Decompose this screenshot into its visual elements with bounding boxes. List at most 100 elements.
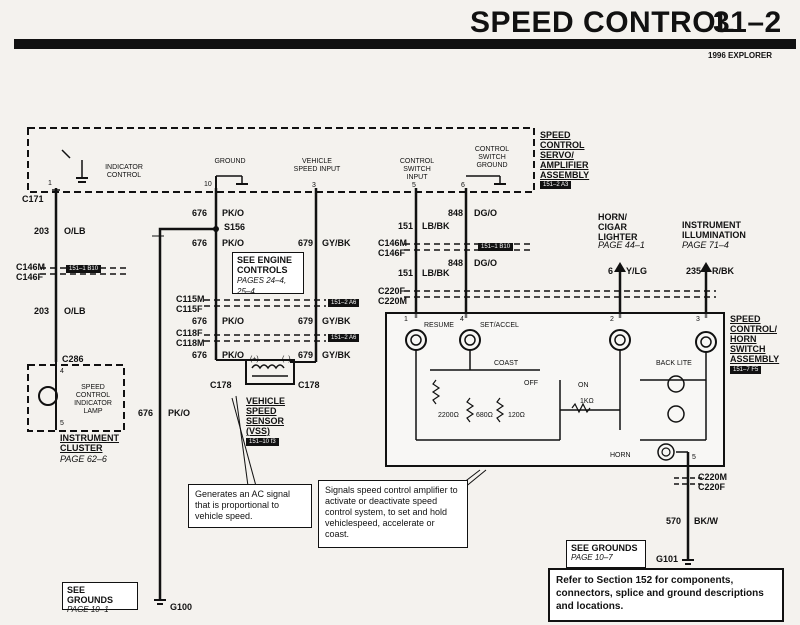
connector-c115: C115M C115F: [176, 294, 205, 314]
wire-848a-number: 848: [448, 208, 464, 218]
control-switch-ground-label: CONTROL SWITCH GROUND: [474, 146, 510, 169]
connector-c178-right: C178: [298, 380, 320, 390]
resume-label: RESUME: [424, 322, 454, 329]
servo-ref: 151–2 A3: [540, 181, 572, 189]
switch-pin5: 5: [692, 454, 696, 461]
wire-676d-number: 676: [192, 350, 208, 360]
wire-679b-color: GY/BK: [322, 316, 351, 326]
resistor-680: 680Ω: [476, 412, 493, 419]
horn-title: HORN/ CIGAR LIGHTER: [598, 212, 638, 242]
see-grounds-right-title: SEE GROUNDS: [571, 543, 638, 553]
wire-203b-number: 203: [34, 306, 50, 316]
vehicle-model: 1996 EXPLORER: [708, 51, 773, 60]
wire-676c-color: PK/O: [222, 316, 245, 326]
wire-848a-color: DG/O: [474, 208, 498, 218]
splice-s156-label: S156: [224, 222, 246, 232]
connector-c118: C118F C118M: [176, 328, 205, 348]
ref-tag-2: 151–2 A6: [328, 299, 360, 307]
wire-676b-number: 676: [192, 238, 208, 248]
page-number: 31–2: [713, 6, 782, 39]
cluster-title: INSTRUMENT CLUSTER: [60, 433, 119, 453]
horn-page: PAGE 44–1: [598, 240, 645, 250]
switch-pin2: 2: [610, 316, 614, 323]
back-lite-label: BACK LITE: [656, 360, 692, 367]
connector-c286: C286: [62, 354, 84, 364]
wire-235-color: R/BK: [712, 266, 734, 276]
ground-g100: G100: [170, 602, 193, 612]
set-accel-label: SET/ACCEL: [480, 322, 519, 329]
pin10-label: 10: [204, 181, 212, 188]
wire-676a-color: PK/O: [222, 208, 245, 218]
wire-676d-color: PK/O: [222, 350, 245, 360]
indicator-control-label: INDICATOR CONTROL: [105, 164, 143, 179]
wire-203b-color: O/LB: [64, 306, 86, 316]
page-title: SPEED CONTROL: [470, 6, 735, 39]
ref-tag-5: 151–10 f3: [246, 438, 279, 446]
illum-title: INSTRUMENT ILLUMINATION: [682, 220, 746, 240]
ref-tag-3: 151–2 A6: [328, 334, 360, 342]
signals-note: Signals speed control amplifier to activ…: [318, 480, 468, 548]
wire-203a-number: 203: [34, 226, 50, 236]
wire-676e-number: 676: [138, 408, 154, 418]
wire-151b-color: LB/BK: [422, 268, 450, 278]
on-label: ON: [578, 382, 589, 389]
switch-pin3: 3: [696, 316, 700, 323]
wire-679a-number: 679: [298, 238, 314, 248]
ground-label: GROUND: [214, 158, 246, 165]
engine-controls-title: SEE ENGINE CONTROLS: [237, 255, 293, 275]
ref-tag-1: 151–1 B10: [66, 265, 102, 273]
cluster-pin4: 4: [60, 368, 64, 375]
switch-pin1: 1: [404, 316, 408, 323]
wire-676a-number: 676: [192, 208, 208, 218]
connector-c220: C220F C220M: [378, 286, 408, 306]
ref-tag-6: 151–7 F5: [730, 366, 762, 374]
wire-848b-number: 848: [448, 258, 464, 268]
connector-c171: C171: [22, 194, 44, 204]
coast-label: COAST: [494, 360, 519, 367]
connector-c146-left: C146M C146F: [16, 262, 46, 282]
cluster-pin5: 5: [60, 420, 64, 427]
wire-570-color: BK/W: [694, 516, 718, 526]
see-grounds-right-page: PAGE 10–7: [571, 553, 613, 562]
wire-848b-color: DG/O: [474, 258, 498, 268]
wire-6-number: 6: [608, 266, 614, 276]
off-label: OFF: [524, 380, 538, 387]
pin1-label: 1: [48, 180, 52, 187]
see-grounds-right: SEE GROUNDS PAGE 10–7: [566, 540, 646, 568]
see-grounds-left-title: SEE GROUNDS: [67, 585, 114, 605]
wire-679c-color: GY/BK: [322, 350, 351, 360]
wire-151a-number: 151: [398, 221, 414, 231]
wire-570-number: 570: [666, 516, 682, 526]
servo-title: SPEED CONTROL SERVO/ AMPLIFIER ASSEMBLY: [540, 130, 590, 180]
wire-203a-color: O/LB: [64, 226, 86, 236]
ground-g101: G101: [656, 554, 679, 564]
ac-signal-note: Generates an AC signal that is proportio…: [188, 484, 312, 528]
switch-title: SPEED CONTROL/ HORN SWITCH ASSEMBLY: [730, 314, 780, 364]
pin6-label: 6: [461, 182, 465, 189]
resistor-1k: 1KΩ: [580, 398, 594, 405]
pin5-label: 5: [412, 182, 416, 189]
wire-6-color: Y/LG: [626, 266, 648, 276]
wire-676b-color: PK/O: [222, 238, 245, 248]
wire-676e-color: PK/O: [168, 408, 191, 418]
vss-sensor-box: [245, 359, 295, 385]
indicator-lamp: [38, 386, 58, 406]
see-grounds-left-page: PAGE 10–1: [67, 605, 109, 614]
wire-676c-number: 676: [192, 316, 208, 326]
cluster-lamp-label: SPEED CONTROL INDICATOR LAMP: [74, 384, 112, 415]
cluster-page: PAGE 62–6: [60, 454, 107, 464]
wire-151a-color: LB/BK: [422, 221, 450, 231]
pin3-label: 3: [312, 182, 316, 189]
resistor-120: 120Ω: [508, 412, 525, 419]
see-grounds-left: SEE GROUNDS PAGE 10–1: [62, 582, 138, 614]
wire-151b-number: 151: [398, 268, 414, 278]
wire-679b-number: 679: [298, 316, 314, 326]
vss-pin-plus: (+): [250, 356, 259, 363]
engine-controls-box: SEE ENGINE CONTROLS PAGES 24–4, 25–4: [232, 252, 304, 296]
back-lite-bulb-1: [667, 375, 685, 393]
wire-679c-number: 679: [298, 350, 314, 360]
connector-c178-left: C178: [210, 380, 232, 390]
resistor-2200: 2200Ω: [438, 412, 459, 419]
horn-switch-label: HORN: [610, 452, 631, 459]
